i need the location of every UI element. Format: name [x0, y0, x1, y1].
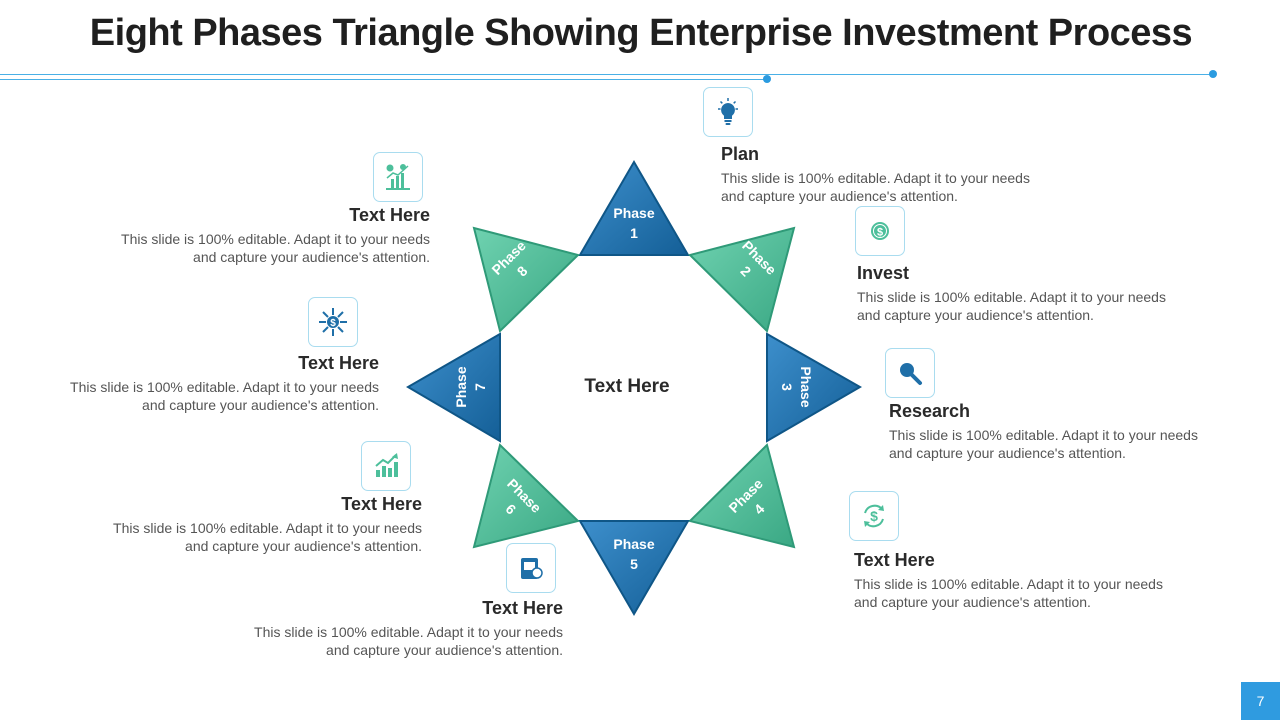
svg-text:$: $: [877, 227, 883, 239]
phase-5-number: 5: [630, 556, 638, 572]
phase-1-triangle: Phase 1: [578, 160, 690, 256]
card-research: Research This slide is 100% editable. Ad…: [889, 401, 1209, 462]
phase-4-triangle: Phase 4: [688, 443, 796, 549]
card-body: This slide is 100% editable. Adapt it to…: [857, 289, 1166, 323]
card-title: Plan: [721, 144, 760, 164]
card-title: Text Here: [341, 494, 422, 514]
card-body: This slide is 100% editable. Adapt it to…: [721, 170, 1030, 204]
phase-7-word: Phase: [453, 366, 469, 407]
title-underline-short: [0, 79, 766, 80]
phase-1-number: 1: [630, 225, 638, 241]
card-left-middle: Text Here This slide is 100% editable. A…: [59, 353, 379, 414]
phase-6-triangle: Phase 6: [472, 443, 580, 549]
phase-7-number: 7: [472, 383, 488, 391]
card-title: Text Here: [854, 550, 935, 570]
card-body: This slide is 100% editable. Adapt it to…: [254, 624, 563, 658]
phase-3-word: Phase: [798, 366, 814, 407]
card-title: Text Here: [482, 598, 563, 618]
card-bottom-center: Text Here This slide is 100% editable. A…: [243, 598, 563, 659]
card-body: This slide is 100% editable. Adapt it to…: [113, 520, 422, 554]
underline-dot: [763, 75, 771, 83]
card-title: Text Here: [349, 205, 430, 225]
page-number: 7: [1241, 682, 1280, 720]
investment-chart-icon: [373, 152, 423, 202]
phase-5-triangle: Phase 5: [578, 520, 690, 616]
dollar-cycle-icon: $: [849, 491, 899, 541]
growth-chart-icon: [361, 441, 411, 491]
card-right-bottom: Text Here This slide is 100% editable. A…: [854, 550, 1174, 611]
card-plan: Plan This slide is 100% editable. Adapt …: [721, 144, 1041, 205]
card-left-top: Text Here This slide is 100% editable. A…: [110, 205, 430, 266]
center-label: Text Here: [584, 376, 670, 397]
phase-3-number: 3: [779, 383, 795, 391]
phase-1-word: Phase: [613, 205, 654, 221]
card-body: This slide is 100% editable. Adapt it to…: [70, 379, 379, 413]
card-left-lower: Text Here This slide is 100% editable. A…: [102, 494, 422, 555]
card-title: Invest: [857, 263, 910, 283]
card-invest: Invest This slide is 100% editable. Adap…: [857, 263, 1177, 324]
lightbulb-icon: [703, 87, 753, 137]
slide-title: Eight Phases Triangle Showing Enterprise…: [89, 12, 1193, 54]
card-body: This slide is 100% editable. Adapt it to…: [889, 427, 1198, 461]
phase-8-triangle: Phase 8: [472, 226, 580, 333]
phase-2-triangle: Phase 2: [688, 226, 796, 333]
card-body: This slide is 100% editable. Adapt it to…: [854, 576, 1163, 610]
underline-dot: [1209, 70, 1217, 78]
dollar-coin-icon: $: [855, 206, 905, 256]
phase-3-triangle: Phase 3: [766, 332, 863, 443]
card-title: Text Here: [298, 353, 379, 373]
magnifier-icon: [885, 348, 935, 398]
title-underline: [0, 74, 1213, 75]
phase-5-word: Phase: [613, 536, 654, 552]
dollar-network-icon: $: [308, 297, 358, 347]
phase-7-triangle: Phase 7: [406, 332, 501, 443]
card-body: This slide is 100% editable. Adapt it to…: [121, 231, 430, 265]
money-wallet-icon: [506, 543, 556, 593]
svg-text:$: $: [870, 508, 878, 524]
card-title: Research: [889, 401, 971, 421]
svg-text:$: $: [330, 318, 336, 329]
